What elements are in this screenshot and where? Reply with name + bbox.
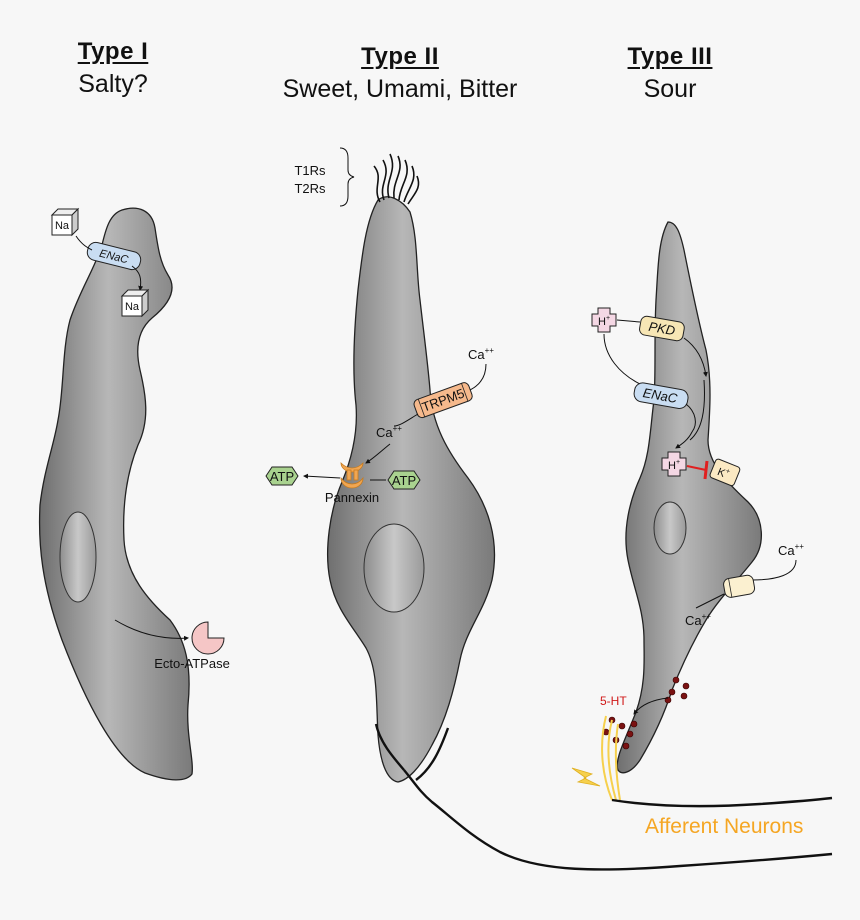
receptor-label-t1rs: T1Rs (294, 163, 326, 178)
type3-nucleus (653, 501, 687, 555)
receptor-bracket (339, 147, 355, 207)
type1-na-inside-icon: Na (120, 288, 150, 318)
pkd-label: PKD (647, 319, 676, 338)
potassium-label: K+ (715, 465, 730, 481)
synapse-lines (601, 715, 621, 801)
type2-taste: Sweet, Umami, Bitter (282, 75, 518, 103)
neuron-branch-upper (415, 727, 450, 781)
serotonin-label: 5-HT (600, 694, 627, 708)
type1-enac-channel-icon: ENaC (86, 241, 142, 271)
type1-cell: Na ENaC Na Ecto-ATPase (38, 207, 230, 781)
type3-ca-outside-label: Ca++ (778, 542, 804, 558)
type1-na-outside-label: Na (55, 220, 70, 232)
inhibition-bar (703, 460, 709, 480)
type1-title: Type I (77, 38, 149, 65)
type3-cell-body (616, 221, 763, 774)
inhibition-line (686, 465, 707, 471)
type3-proton-outside-label: H+ (598, 315, 610, 328)
atp-outside-label: ATP (270, 469, 294, 484)
type1-cell-body (38, 207, 193, 781)
neuron-main (403, 769, 833, 871)
type1-na-outside-icon: Na (50, 207, 80, 237)
type3-enac-label: ENaC (642, 385, 679, 406)
type2-microvilli-icon (373, 153, 420, 205)
afferent-neurons (374, 723, 833, 871)
type3-title: Type III (627, 43, 713, 70)
type3-cell: H+ PKD ENaC H+ K+ Ca++ (571, 221, 804, 801)
pannexin-label: Pannexin (325, 490, 379, 505)
type2-cell: T1Rs T2Rs Ca++ TRPM5 Ca++ Pannexin ATP (265, 147, 496, 783)
potassium-channel-icon: K+ (709, 458, 741, 487)
afferent-neurons-label: Afferent Neurons (645, 815, 803, 838)
type1-na-inside-label: Na (125, 301, 140, 313)
neuron-right-branch (611, 796, 833, 808)
pannexin-icon (340, 462, 364, 489)
type3-proton-inside-icon: H+ (661, 451, 687, 477)
ecto-atpase-label: Ecto-ATPase (154, 656, 230, 671)
type2-ca-inside-label: Ca++ (376, 424, 402, 440)
pkd-channel-icon: PKD (639, 315, 685, 342)
type3-taste: Sour (643, 75, 697, 103)
type2-title: Type II (361, 43, 439, 70)
type2-nucleus (363, 523, 425, 613)
type3-ca-inside-label: Ca++ (685, 612, 711, 628)
atp-inside-label: ATP (392, 473, 416, 488)
type2-heading: Type II Sweet, Umami, Bitter (250, 43, 550, 104)
receptor-label-t2rs: T2Rs (294, 181, 326, 196)
type3-proton-inside-label: H+ (668, 459, 680, 472)
type1-nucleus (59, 511, 97, 603)
ecto-atpase-icon (191, 621, 225, 655)
type3-proton-outside-icon: H+ (591, 307, 617, 333)
lightning-icon (571, 767, 601, 787)
type3-enac-channel-icon: ENaC (633, 382, 689, 409)
atp-inside-icon: ATP (387, 470, 421, 490)
type1-taste: Salty? (78, 70, 148, 98)
type1-heading: Type I Salty? (38, 38, 188, 99)
neuron-branch-left (374, 723, 405, 771)
type2-ca-outside-label: Ca++ (468, 346, 494, 362)
type3-calcium-channel-icon (723, 574, 756, 598)
type3-heading: Type III Sour (595, 43, 745, 104)
atp-outside-icon: ATP (265, 466, 299, 486)
